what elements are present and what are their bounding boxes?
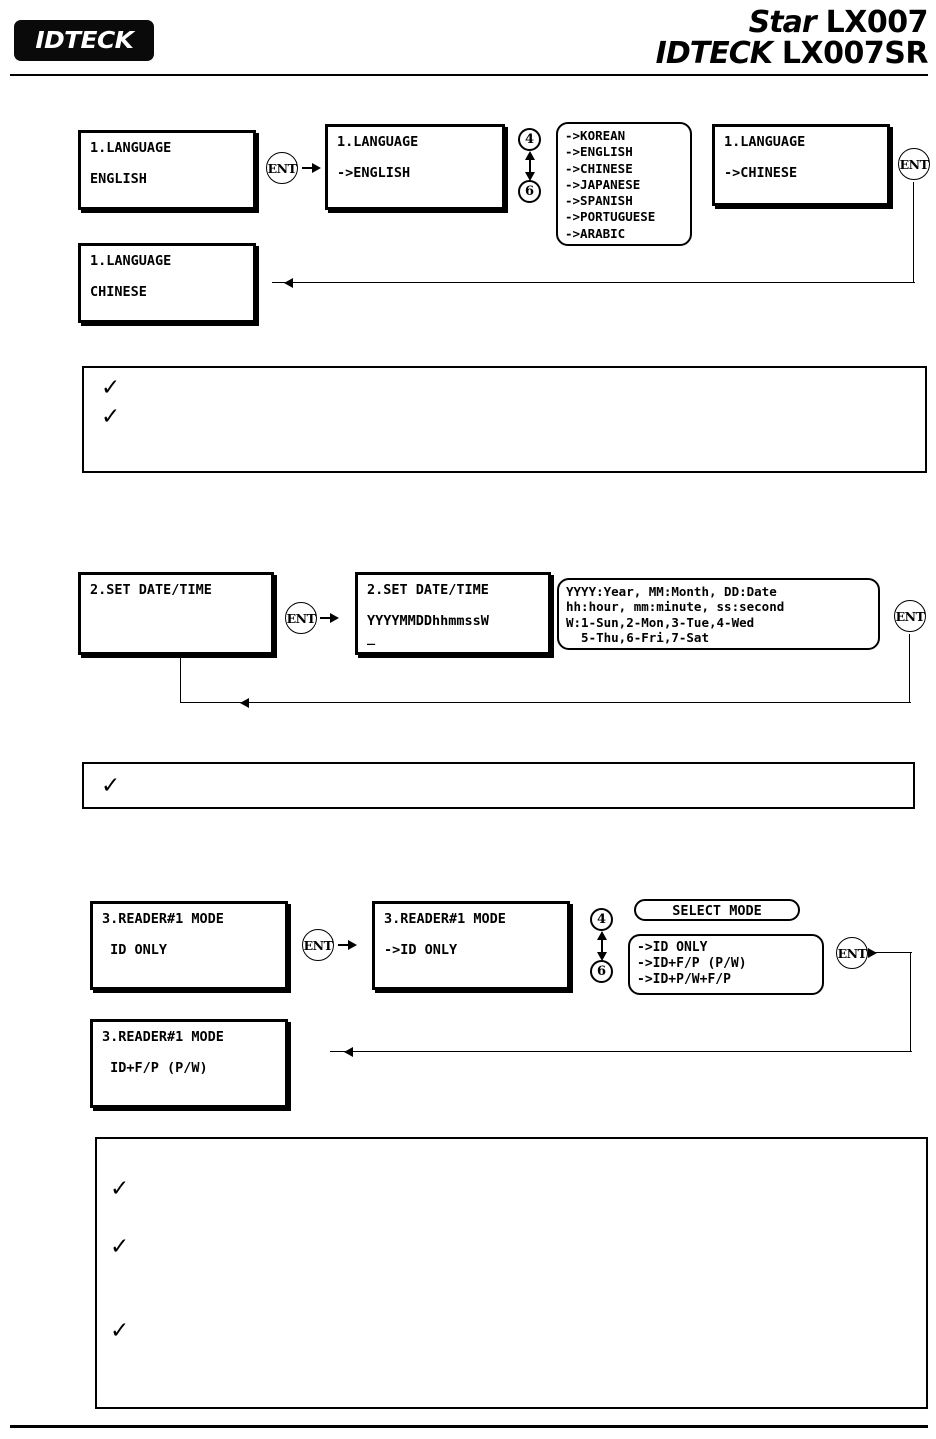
key-up-4-reader-mode[interactable]: 4 (590, 908, 613, 931)
lcd-datetime-initial: 2.SET DATE/TIME (78, 572, 274, 655)
check-icon: ✓ (110, 1234, 130, 1260)
lcd-reader-mode-initial: 3.READER#1 MODE ID ONLY (90, 901, 288, 990)
connector-return-horizontal-1 (272, 282, 915, 284)
datetime-legend-panel: YYYY:Year, MM:Month, DD:Date hh:hour, mm… (557, 578, 880, 650)
lcd-line-title: 1.LANGUAGE (90, 253, 172, 269)
arrow-ent-out-3 (868, 948, 877, 958)
ent-key-reader-mode[interactable]: ENT (302, 929, 334, 961)
key-down-6-reader-mode[interactable]: 6 (590, 960, 613, 983)
key-up-4-language[interactable]: 4 (518, 128, 541, 151)
key-up-label: 4 (524, 132, 535, 147)
key-down-6-language[interactable]: 6 (518, 180, 541, 203)
reader-mode-options-panel: ->ID ONLY ->ID+F/P (P/W) ->ID+P/W+F/P (628, 934, 824, 995)
lcd-line-value: ID ONLY (102, 941, 168, 958)
check-icon: ✓ (101, 404, 121, 430)
lcd-language-selected: 1.LANGUAGE ->CHINESE (712, 124, 890, 206)
check-icon: ✓ (101, 773, 121, 799)
ent-key-label: ENT (303, 937, 333, 953)
ent-key-reader-mode-confirm[interactable]: ENT (836, 937, 868, 969)
select-mode-label: SELECT MODE (634, 899, 800, 921)
key-down-label: 6 (596, 964, 607, 979)
lcd-line-title: 1.LANGUAGE (724, 134, 806, 150)
arrow-down-language (524, 172, 535, 181)
ent-key-label: ENT (899, 156, 929, 172)
lcd-language-edit: 1.LANGUAGE ->ENGLISH (325, 124, 505, 210)
ent-key-label: ENT (837, 945, 867, 961)
connector-ent-to-edit-2 (320, 617, 334, 619)
arrow-return-1 (284, 278, 293, 288)
lcd-reader-mode-edit: 3.READER#1 MODE ->ID ONLY (372, 901, 570, 990)
header-divider (10, 74, 928, 76)
ent-key-label: ENT (286, 610, 316, 626)
lcd-datetime-edit: 2.SET DATE/TIME YYYYMMDDhhmmssW _ (355, 572, 551, 655)
idteck-logo-text: IDTECK (34, 27, 134, 54)
connector-ent-out-3 (872, 952, 912, 954)
lcd-line-title: 2.SET DATE/TIME (367, 582, 489, 598)
key-up-label: 4 (596, 912, 607, 927)
connector-return-horizontal-3 (330, 1051, 912, 1053)
product-title-line-2: IDTECK LX007SR (655, 35, 929, 71)
lcd-line-value: ->CHINESE (724, 164, 798, 181)
language-options-panel: ->KOREAN ->ENGLISH ->CHINESE ->JAPANESE … (556, 122, 692, 246)
lcd-reader-mode-result: 3.READER#1 MODE ID+F/P (P/W) (90, 1019, 288, 1108)
lcd-line-value: ENGLISH (90, 170, 147, 187)
lcd-line-title: 1.LANGUAGE (337, 134, 419, 150)
connector-ent-to-edit-3 (338, 944, 352, 946)
arrow-return-3 (344, 1047, 353, 1057)
ent-key-label: ENT (895, 608, 925, 624)
model-lx007: LX007 (825, 5, 929, 40)
ent-key-language[interactable]: ENT (266, 152, 298, 184)
lcd-line-cursor: _ (367, 629, 376, 646)
check-icon: ✓ (101, 375, 121, 401)
lcd-line-title: 3.READER#1 MODE (102, 1029, 224, 1045)
lcd-line-value: ->ENGLISH (337, 164, 411, 181)
connector-updown-reader-mode (600, 934, 603, 958)
idteck-wordmark: IDTECK (655, 35, 773, 71)
ent-key-label: ENT (267, 160, 297, 176)
ent-key-datetime[interactable]: ENT (285, 602, 317, 634)
note-box-datetime (82, 762, 915, 809)
ent-key-language-confirm[interactable]: ENT (898, 148, 930, 180)
lcd-line-title: 2.SET DATE/TIME (90, 582, 212, 598)
connector-return-vertical-3 (910, 952, 912, 1052)
product-title-line-1: Star LX007 (656, 5, 929, 40)
connector-return-vertical-1 (913, 182, 915, 283)
star-wordmark: Star (748, 5, 817, 40)
key-down-label: 6 (524, 184, 535, 199)
connector-ent-to-edit-1 (302, 167, 316, 169)
lcd-language-initial: 1.LANGUAGE ENGLISH (78, 130, 256, 210)
connector-return-horizontal-2 (180, 702, 911, 704)
lcd-line-title: 3.READER#1 MODE (102, 911, 224, 927)
ent-key-datetime-confirm[interactable]: ENT (894, 600, 926, 632)
arrow-ent-to-edit-3 (348, 940, 357, 950)
arrow-down-reader-mode (596, 952, 607, 961)
note-box-reader-mode (95, 1137, 928, 1409)
lcd-line-title: 1.LANGUAGE (90, 140, 172, 156)
product-title-block: Star LX007 IDTECK LX007SR (655, 5, 929, 71)
lcd-line-title: 3.READER#1 MODE (384, 911, 506, 927)
lcd-language-result: 1.LANGUAGE CHINESE (78, 243, 256, 323)
arrow-up-reader-mode (596, 931, 607, 940)
footer-divider (10, 1425, 928, 1428)
arrow-ent-to-edit-1 (312, 163, 321, 173)
connector-updown-language (528, 154, 531, 178)
idteck-logo: IDTECK (14, 20, 154, 61)
lcd-line-value: YYYYMMDDhhmmssW (367, 612, 489, 629)
model-lx007sr: LX007SR (781, 35, 929, 71)
check-icon: ✓ (110, 1176, 130, 1202)
arrow-ent-to-edit-2 (330, 613, 339, 623)
lcd-line-value: ->ID ONLY (384, 941, 458, 958)
lcd-line-value: ID+F/P (P/W) (102, 1059, 208, 1076)
lcd-line-value: CHINESE (90, 283, 147, 300)
connector-return-vertical-2 (909, 634, 911, 703)
arrow-up-language (524, 151, 535, 160)
note-box-language (82, 366, 927, 473)
check-icon: ✓ (110, 1318, 130, 1344)
connector-return-up-2 (180, 655, 182, 703)
arrow-return-2 (240, 698, 249, 708)
